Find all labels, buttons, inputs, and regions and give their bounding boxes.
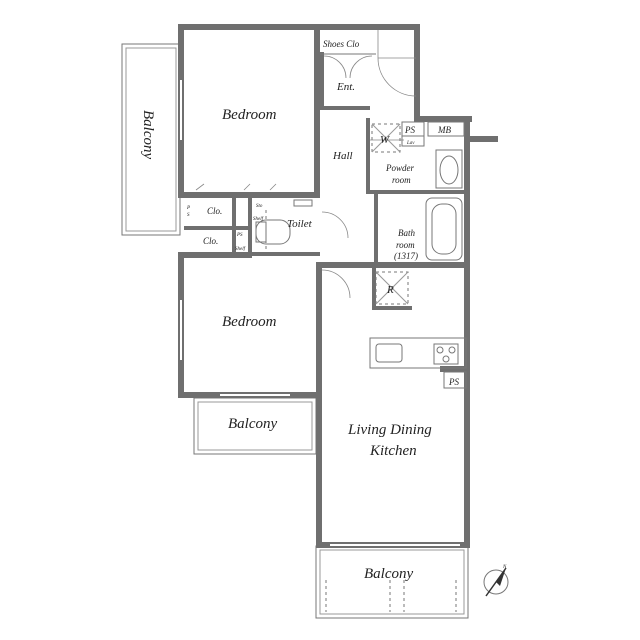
label-balcony-left: Balcony xyxy=(140,110,156,159)
doors xyxy=(195,30,417,299)
label-balcony-mid: Balcony xyxy=(228,416,277,432)
north-arrow-icon: N xyxy=(483,565,509,597)
label-shoes-closet: Shoes Clo xyxy=(323,39,360,49)
label-powder-line1: Powder xyxy=(385,163,414,173)
balcony-bottom-outline xyxy=(315,545,469,619)
label-bedroom-top: Bedroom xyxy=(222,107,277,123)
compass-north-label: N xyxy=(502,565,507,570)
label-entrance: Ent. xyxy=(336,81,355,93)
label-bedroom-mid: Bedroom xyxy=(222,314,277,330)
fixtures xyxy=(180,80,467,546)
label-shelf-2: Shelf xyxy=(235,247,246,252)
label-bath-line2: room xyxy=(396,240,415,250)
label-ps-vertical-s: S xyxy=(187,213,190,218)
interior-walls xyxy=(178,24,470,389)
label-washer: W xyxy=(380,134,390,146)
label-ldk-line2: Kitchen xyxy=(369,443,417,459)
label-laundry-tray: Lav xyxy=(406,141,415,146)
label-ldk-line1: Living Dining xyxy=(347,422,432,438)
label-toilet: Toilet xyxy=(287,218,313,230)
fixture-labels: W R PS Lav MB PS PS P S Shelf Shelf xyxy=(186,125,459,387)
label-powder-line2: room xyxy=(392,175,411,185)
label-ps-3: PS xyxy=(448,377,459,387)
label-closet-2: Clo. xyxy=(203,236,218,246)
label-closet-1: Clo. xyxy=(207,206,222,216)
room-labels: Bedroom Bedroom Balcony Balcony Balcony … xyxy=(140,39,432,582)
label-hall: Hall xyxy=(332,150,353,162)
label-balcony-bottom: Balcony xyxy=(364,566,413,582)
label-refrigerator: R xyxy=(386,284,394,296)
label-ps-2: PS xyxy=(236,233,243,238)
label-meter-box: MB xyxy=(437,125,451,135)
label-ps-vertical-p: P xyxy=(186,206,190,211)
label-ps-1: PS xyxy=(404,125,415,135)
label-bath-line1: Bath xyxy=(398,228,415,238)
label-shelf-1: Shelf xyxy=(253,217,264,222)
label-bath-size: (1317) xyxy=(394,251,418,261)
label-storage: Sto xyxy=(256,204,263,209)
exterior-walls xyxy=(178,24,498,548)
